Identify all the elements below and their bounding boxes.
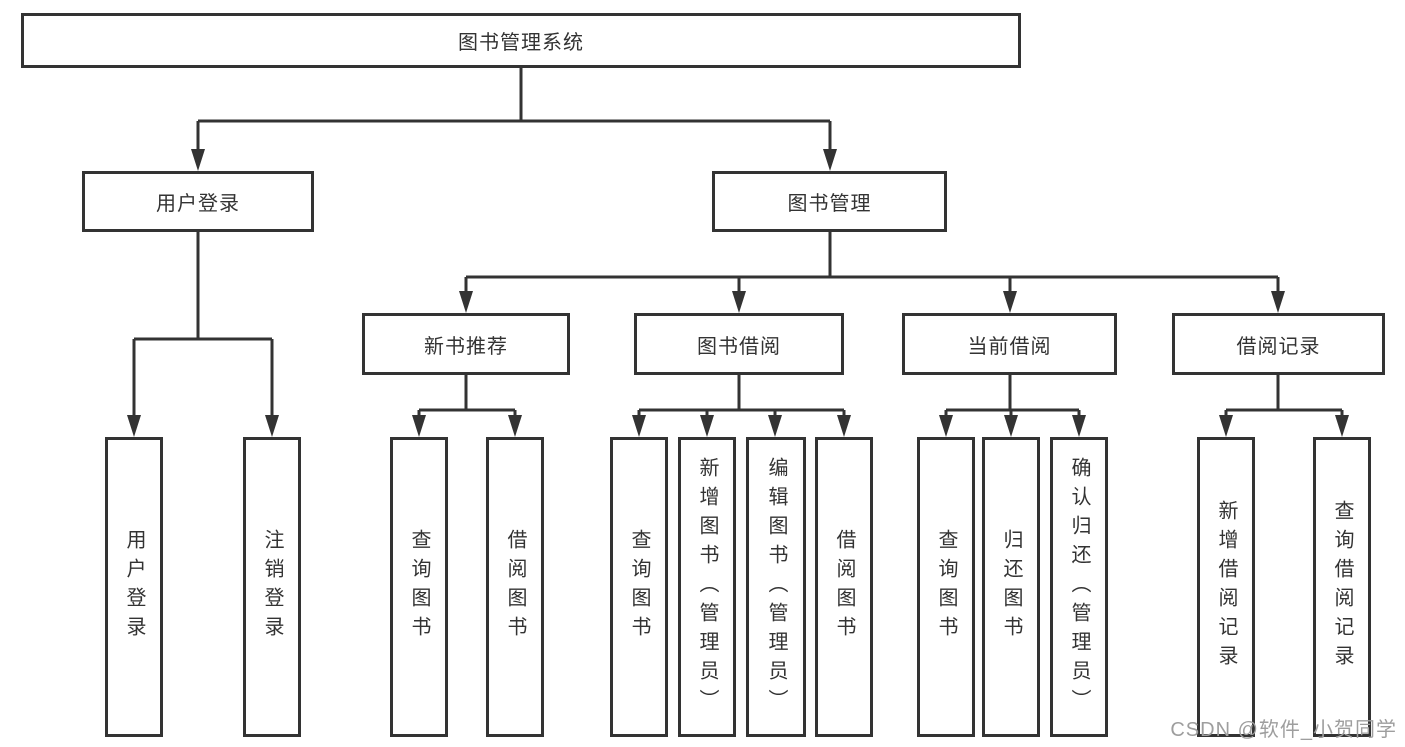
- node-new-book-recommend: 新书推荐: [362, 313, 570, 375]
- node-label: 借阅图书: [504, 529, 526, 645]
- node-cb-return-books: 归还图书: [982, 437, 1040, 737]
- node-library-system: 图书管理系统: [21, 13, 1021, 68]
- node-borrowing-records: 借阅记录: [1172, 313, 1385, 375]
- node-label: 注销登录: [261, 529, 283, 645]
- connector-new-book-recommend-children: [412, 375, 522, 437]
- node-current-borrowing: 当前借阅: [902, 313, 1117, 375]
- node-book-borrowing: 图书借阅: [634, 313, 844, 375]
- connector-root-to-level2: [191, 68, 837, 171]
- connector-line: [637, 375, 846, 417]
- node-label: 查询借阅记录: [1331, 500, 1353, 674]
- arrowhead-icon: [459, 291, 1285, 313]
- node-nb-query-books: 查询图书: [390, 437, 448, 737]
- node-label: 查询图书: [628, 529, 650, 645]
- node-bb-borrow-books: 借阅图书: [815, 437, 873, 737]
- arrowhead-icon: [939, 415, 1086, 437]
- connector-line: [132, 232, 274, 417]
- node-ul-logout: 注销登录: [243, 437, 301, 737]
- node-bb-edit-books-admin: 编辑图书（管理员）: [746, 437, 806, 737]
- node-label: 查询图书: [408, 529, 430, 645]
- node-book-management: 图书管理: [712, 171, 947, 232]
- connector-line: [196, 68, 832, 152]
- node-label: 查询图书: [935, 529, 957, 645]
- arrowhead-icon: [632, 415, 851, 437]
- node-label: 新增借阅记录: [1215, 500, 1237, 674]
- node-bb-add-books-admin: 新增图书（管理员）: [678, 437, 736, 737]
- arrowhead-icon: [1219, 415, 1349, 437]
- node-label: 借阅图书: [833, 529, 855, 645]
- arrowhead-icon: [412, 415, 522, 437]
- connector-line: [464, 232, 1280, 293]
- connector-borrowing-records-children: [1219, 375, 1349, 437]
- node-label: 确认归还（管理员）: [1068, 456, 1090, 718]
- connector-line: [417, 375, 517, 417]
- node-ul-user-login: 用户登录: [105, 437, 163, 737]
- arrowhead-icon: [191, 149, 837, 171]
- node-label: 新增图书（管理员）: [696, 456, 718, 718]
- arrowhead-icon: [127, 415, 279, 437]
- node-br-query-record: 查询借阅记录: [1313, 437, 1371, 737]
- node-nb-borrow-books: 借阅图书: [486, 437, 544, 737]
- node-user-login: 用户登录: [82, 171, 314, 232]
- node-br-add-record: 新增借阅记录: [1197, 437, 1255, 737]
- connector-line: [944, 375, 1081, 417]
- connector-book-borrowing-children: [632, 375, 851, 437]
- connector-line: [1224, 375, 1344, 417]
- connector-book-management-children: [459, 232, 1285, 313]
- csdn-watermark: CSDN @软件_小贺同学: [1170, 719, 1397, 741]
- node-cb-query-books: 查询图书: [917, 437, 975, 737]
- connector-user-login-children: [127, 232, 279, 437]
- node-label: 归还图书: [1000, 529, 1022, 645]
- connector-current-borrowing-children: [939, 375, 1086, 437]
- node-bb-query-books: 查询图书: [610, 437, 668, 737]
- node-cb-confirm-return-admin: 确认归还（管理员）: [1050, 437, 1108, 737]
- node-label: 用户登录: [123, 529, 145, 645]
- node-label: 编辑图书（管理员）: [765, 456, 787, 718]
